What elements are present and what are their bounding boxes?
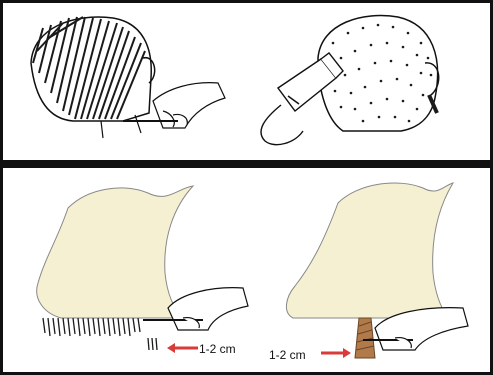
panel-top	[3, 3, 490, 160]
arrow-left	[167, 343, 198, 353]
measurement-label-right: 1-2 cm	[269, 348, 306, 362]
head-shape-left	[37, 186, 193, 350]
arrow-right	[321, 348, 351, 358]
bottom-illustration	[3, 168, 490, 372]
top-illustration	[3, 3, 490, 160]
panel-bottom: 1-2 cm 1-2 cm	[3, 168, 490, 372]
head-long-hair	[31, 17, 155, 138]
measurement-label-left: 1-2 cm	[199, 342, 236, 356]
